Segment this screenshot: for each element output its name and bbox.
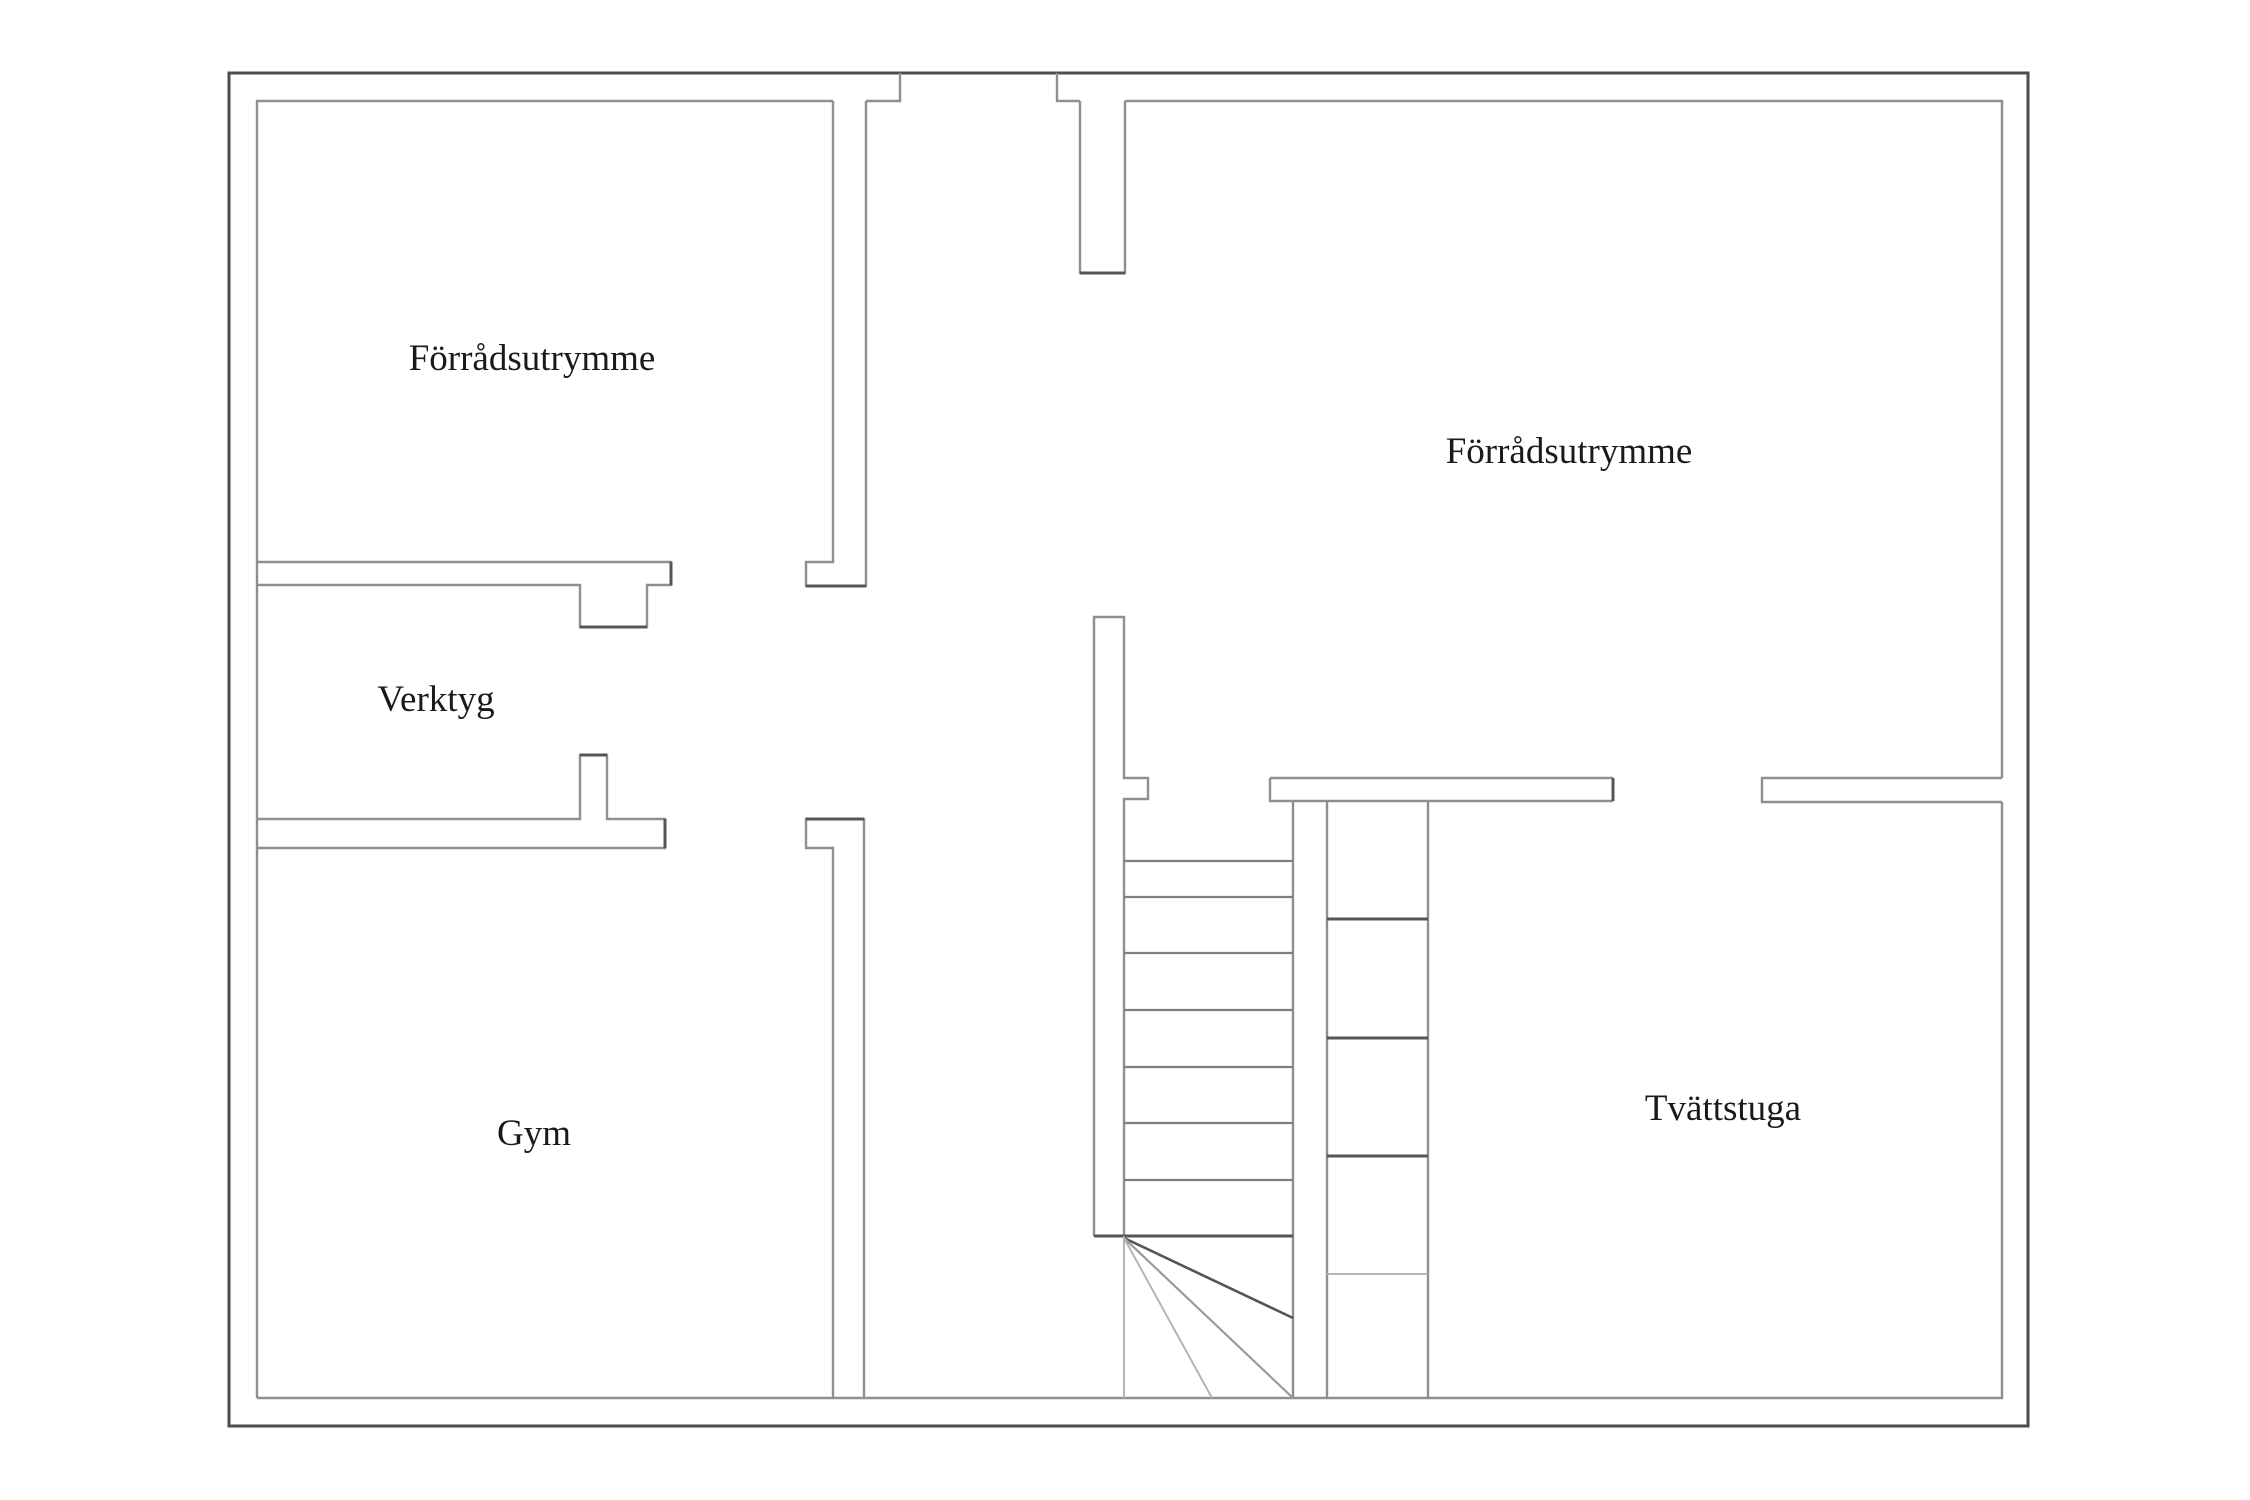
wall-stair-left	[1092, 615, 1150, 1236]
outer-walls	[227, 71, 2030, 1428]
stair-fan-line	[1123, 1237, 1294, 1399]
partition-walls	[257, 101, 2002, 1398]
room-label-storage-upper-left: Förrådsutrymme	[409, 338, 656, 379]
stair-fan-line	[1123, 1236, 1294, 1320]
room-label-laundry: Tvättstuga	[1645, 1088, 1801, 1129]
closet-sides	[1325, 801, 1430, 1398]
stair-treads	[1124, 859, 1293, 1182]
outer-wall-outline	[227, 71, 2030, 1428]
room-label-tools: Verktyg	[377, 679, 494, 720]
wall-end-caps	[580, 271, 1615, 848]
wall-verktyg-top	[257, 560, 673, 629]
room-labels: Förrådsutrymme Förrådsutrymme Verktyg Gy…	[377, 338, 1801, 1154]
wall-stair-header	[1268, 776, 1613, 803]
wall-verktyg-bottom	[257, 753, 667, 850]
inner-wall-outline	[255, 73, 2004, 1400]
wall-laundry-header	[1760, 776, 2002, 804]
wall-gym-right	[804, 817, 866, 1398]
stair-direction-fan	[1123, 1236, 1294, 1399]
staircase	[1094, 801, 1295, 1399]
room-label-storage-right: Förrådsutrymme	[1446, 431, 1693, 472]
wall-storage-left-right-side	[804, 101, 868, 588]
room-label-gym: Gym	[497, 1113, 571, 1154]
stair-fan-line	[1123, 1237, 1213, 1399]
wall-top-center-stub	[1078, 101, 1127, 275]
closet-column	[1325, 801, 1430, 1398]
